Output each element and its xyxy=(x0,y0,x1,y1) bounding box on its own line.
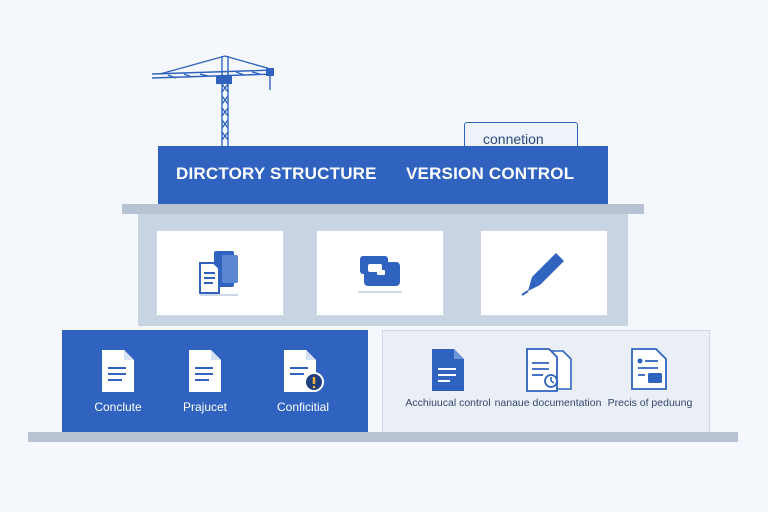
upper-panel-2 xyxy=(316,230,444,316)
directory-structure-label: DIRCTORY STRUCTURE xyxy=(176,164,377,183)
base-ledge xyxy=(28,432,738,442)
list-item: Precis of peduung xyxy=(595,347,705,409)
list-item: Prajucet xyxy=(150,348,260,414)
upper-ledge xyxy=(122,204,644,214)
upper-panel-1 xyxy=(156,230,284,316)
version-control-label: VERSION CONTROL xyxy=(406,164,575,183)
lower-left-block: Conclute Prajucet Conficitial xyxy=(62,330,368,432)
folder-documents-icon xyxy=(199,251,238,296)
document-icon xyxy=(189,350,221,392)
connection-tab-label: connetion xyxy=(483,131,544,147)
list-item: nanaue documentation xyxy=(493,347,603,409)
document-icon xyxy=(102,350,134,392)
document-list-icon xyxy=(631,348,667,390)
item-label: Conclute xyxy=(94,400,142,414)
documents-clock-icon xyxy=(526,348,572,392)
upper-panel-3 xyxy=(480,230,608,316)
item-label: nanaue documentation xyxy=(494,397,602,409)
lower-right-block: Acchiuucal control nanaue documentation … xyxy=(382,330,710,434)
item-label: Prajucet xyxy=(182,400,228,414)
list-item: Conclute xyxy=(63,348,173,414)
list-item: Acchiuucal control xyxy=(393,347,503,409)
document-icon xyxy=(432,349,464,391)
construction-crane-icon xyxy=(151,55,275,150)
folder-icon xyxy=(358,256,402,293)
pen-icon xyxy=(521,253,564,296)
document-alert-icon xyxy=(284,350,324,392)
item-label: Conficitial xyxy=(276,400,330,414)
roof-banner: DIRCTORY STRUCTURE VERSION CONTROL xyxy=(158,146,608,204)
item-label: Acchiuucal control xyxy=(405,397,491,409)
item-label: Precis of peduung xyxy=(607,397,693,409)
list-item: Conficitial xyxy=(248,348,358,414)
